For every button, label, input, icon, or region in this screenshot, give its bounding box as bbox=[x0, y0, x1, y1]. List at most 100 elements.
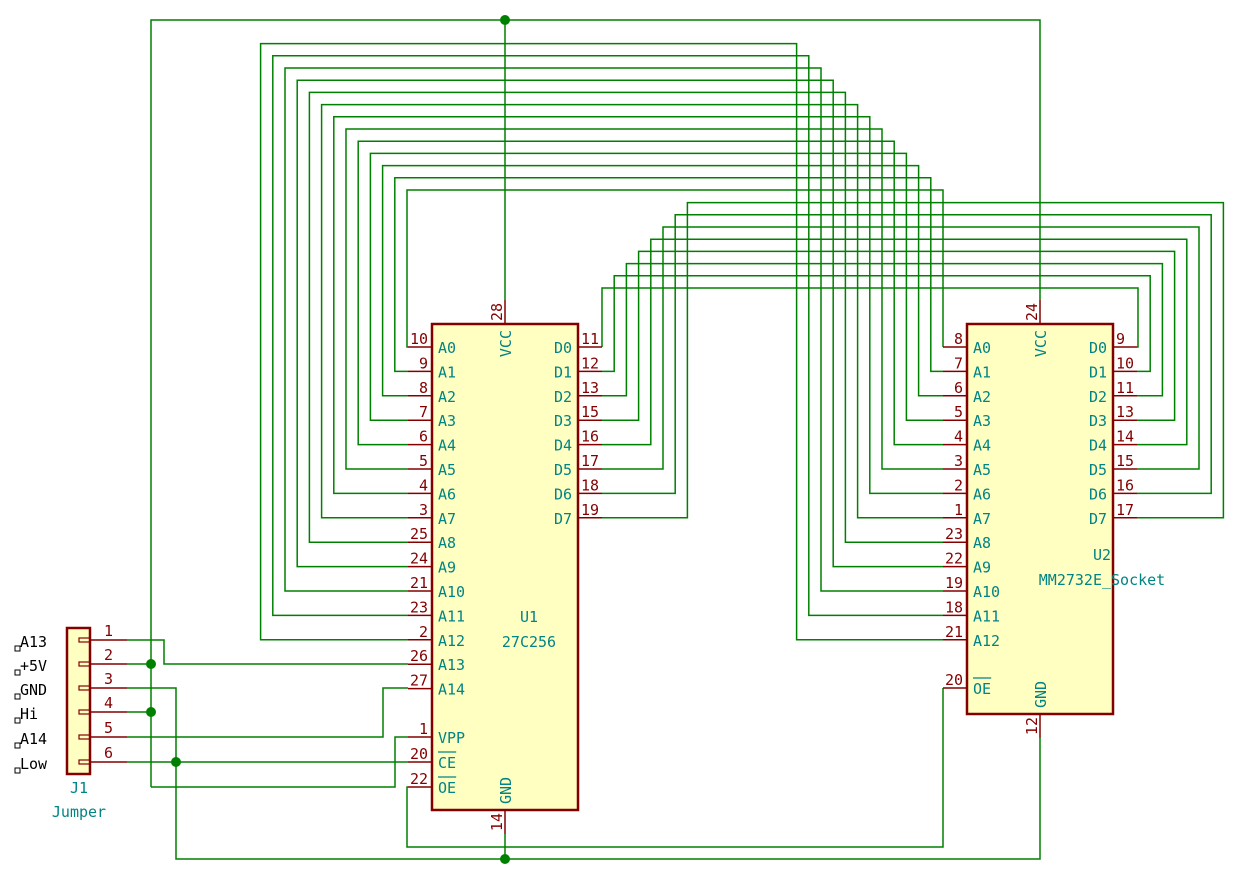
data-bus-wire-d5[interactable] bbox=[602, 226, 1200, 470]
address-bus-wire-a7[interactable] bbox=[320, 103, 943, 519]
u2-pin-name: A2 bbox=[973, 388, 991, 406]
u2-pin-name: A9 bbox=[973, 559, 991, 577]
net-label: A14 bbox=[20, 730, 47, 748]
net-label-flag-icon bbox=[14, 645, 21, 652]
u1-pin-name: D4 bbox=[554, 437, 572, 455]
u1-vcc-label: VCC bbox=[497, 330, 515, 357]
j1-reference: J1 bbox=[70, 779, 88, 797]
j1-pin-number: 4 bbox=[104, 694, 113, 712]
u1-pin-number: 11 bbox=[581, 330, 599, 348]
u1-pin-name: D7 bbox=[554, 510, 572, 528]
u1-pin-number: 27 bbox=[410, 672, 428, 690]
net-label: GND bbox=[20, 681, 47, 699]
u2-vcc-label: VCC bbox=[1032, 330, 1050, 357]
u2-gnd-label: GND bbox=[1032, 681, 1050, 708]
u2-pin-name: A5 bbox=[973, 461, 991, 479]
address-bus-wire-a3[interactable] bbox=[369, 152, 943, 421]
u2-pin-number: 3 bbox=[954, 452, 963, 470]
u2-pin-number: 12 bbox=[1023, 717, 1041, 735]
u1-pin-name: D1 bbox=[554, 363, 572, 381]
j1-a14-wire[interactable] bbox=[127, 687, 408, 738]
address-bus-wire-a9[interactable] bbox=[296, 79, 943, 568]
u2-pin-name: A3 bbox=[973, 412, 991, 430]
j1-pin-number: 2 bbox=[104, 646, 113, 664]
u1-pin-name: A11 bbox=[438, 607, 465, 625]
u1-value: 27C256 bbox=[502, 633, 556, 651]
u2-pin-number: 5 bbox=[954, 403, 963, 421]
net-label-flag-icon bbox=[14, 767, 21, 774]
u1-pin-name: A6 bbox=[438, 485, 456, 503]
u1-gnd-label: GND bbox=[497, 777, 515, 804]
data-bus-wire-d2[interactable] bbox=[602, 262, 1164, 397]
address-bus-wire-a8[interactable] bbox=[308, 91, 943, 543]
j1-5v-junction bbox=[146, 659, 156, 669]
u2-pin-name: A8 bbox=[973, 534, 991, 552]
vcc-rail-wire[interactable] bbox=[150, 19, 1041, 787]
data-bus-wire-d3[interactable] bbox=[602, 250, 1176, 421]
u1-pin-number: 19 bbox=[581, 501, 599, 519]
address-bus-wire-a11[interactable] bbox=[272, 55, 943, 617]
address-bus-wire-a10[interactable] bbox=[284, 67, 943, 592]
u1-pin-name: A14 bbox=[438, 681, 465, 699]
u2-reference: U2 bbox=[1093, 546, 1111, 564]
u2-pin-number: 6 bbox=[954, 379, 963, 397]
u1-pin-name: D0 bbox=[554, 339, 572, 357]
data-bus-wire-d4[interactable] bbox=[602, 238, 1188, 446]
u2-pin-name: OE bbox=[973, 680, 991, 698]
u2-pin-number: 15 bbox=[1116, 452, 1134, 470]
address-bus-wire-a6[interactable] bbox=[333, 116, 943, 495]
u2-pin-number: 9 bbox=[1116, 330, 1125, 348]
address-bus-wire-a1[interactable] bbox=[394, 177, 943, 373]
u1-pin-number: 5 bbox=[419, 452, 428, 470]
u1-pin-name: A7 bbox=[438, 510, 456, 528]
address-bus-wire-a5[interactable] bbox=[345, 128, 943, 470]
data-bus-wire-d1[interactable] bbox=[602, 275, 1151, 373]
address-bus-wire-a0[interactable] bbox=[406, 189, 944, 348]
net-label: Hi bbox=[20, 705, 38, 723]
data-bus-wire-d0[interactable] bbox=[601, 287, 1139, 348]
u2-pin-name: A0 bbox=[973, 339, 991, 357]
u2-pin-name: D2 bbox=[1089, 388, 1107, 406]
data-bus-wire-d7[interactable] bbox=[602, 201, 1225, 519]
u1-pin-number: 26 bbox=[410, 647, 428, 665]
u2-pin-name: A6 bbox=[973, 485, 991, 503]
u2-pin-number: 20 bbox=[945, 671, 963, 689]
u2-pin-number: 22 bbox=[945, 550, 963, 568]
data-bus-wire-d6[interactable] bbox=[602, 214, 1212, 495]
u2-pin-number: 1 bbox=[954, 501, 963, 519]
address-bus-wire-a2[interactable] bbox=[381, 164, 943, 397]
u2-pin-number: 23 bbox=[945, 525, 963, 543]
u2-pin-name: A4 bbox=[973, 437, 991, 455]
u1-pin-number: 22 bbox=[410, 770, 428, 788]
gnd-junction bbox=[500, 854, 510, 864]
j1-pin-number: 6 bbox=[104, 744, 113, 762]
u1-pin-number: 25 bbox=[410, 525, 428, 543]
net-label-flag-icon bbox=[14, 717, 21, 724]
vpp-wire[interactable] bbox=[151, 736, 408, 788]
u1-pin-number: 3 bbox=[419, 501, 428, 519]
u2-pin-number: 8 bbox=[954, 330, 963, 348]
u2-pin-name: A1 bbox=[973, 363, 991, 381]
net-label: +5V bbox=[20, 657, 47, 675]
u1-pin-number: 10 bbox=[410, 330, 428, 348]
u1-pin-number: 7 bbox=[419, 403, 428, 421]
address-bus-wire-a12[interactable] bbox=[259, 42, 943, 641]
gnd-rail-wire[interactable] bbox=[127, 687, 1041, 860]
u2-pin-number: 13 bbox=[1116, 403, 1134, 421]
oe-wire[interactable] bbox=[406, 688, 944, 848]
u2-pin-name: D7 bbox=[1089, 510, 1107, 528]
net-label: Low bbox=[20, 755, 48, 773]
j1-hi-junction bbox=[146, 707, 156, 717]
j1-body bbox=[65, 626, 92, 776]
address-bus-wire-a4[interactable] bbox=[357, 140, 943, 446]
u1-pin-name: A5 bbox=[438, 461, 456, 479]
u1-pin-number: 9 bbox=[419, 354, 428, 372]
j1-a13-wire[interactable] bbox=[127, 639, 408, 665]
u2-pin-number: 7 bbox=[954, 354, 963, 372]
u1-pin-number: 16 bbox=[581, 428, 599, 446]
u1-pin-name: VPP bbox=[438, 729, 465, 747]
